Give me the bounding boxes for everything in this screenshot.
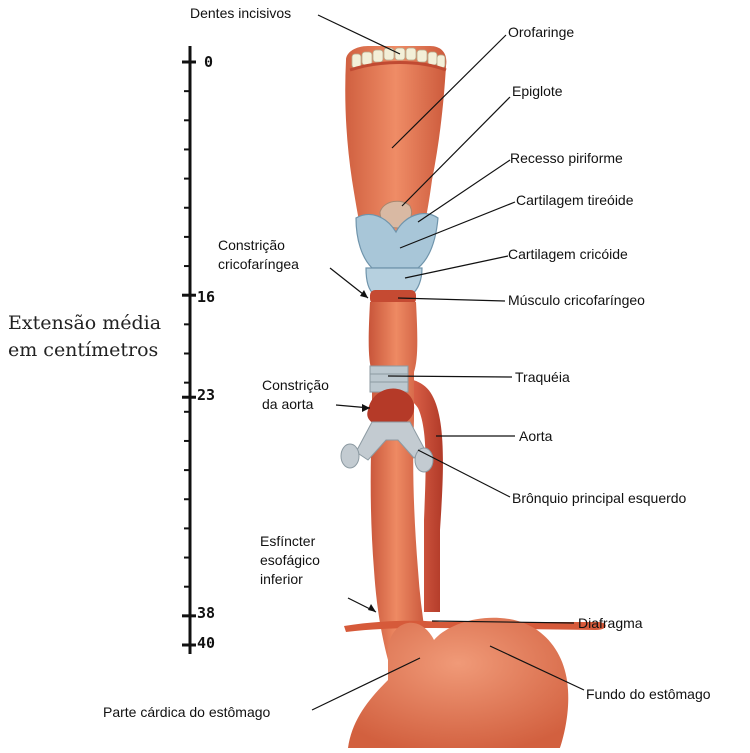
esophagus-shape	[368, 302, 430, 660]
aortic-arch-shape	[367, 388, 415, 424]
label-constricao-cricofaringea-1: Constrição	[218, 237, 285, 253]
label-dentes-incisivos: Dentes incisivos	[190, 5, 292, 21]
tick-label-0: 0	[204, 53, 214, 71]
thyroid-cartilage-shape	[355, 213, 439, 269]
label-cartilagem-tireoide: Cartilagem tireóide	[516, 192, 634, 208]
scale-title-line2: em centímetros	[8, 339, 159, 361]
tick-label-38: 38	[197, 604, 216, 622]
label-parte-cardica: Parte cárdica do estômago	[103, 704, 271, 720]
trachea-shape	[369, 365, 409, 393]
label-musculo-cricofaringeo: Músculo cricofaríngeo	[508, 292, 645, 308]
stomach-shape	[348, 617, 569, 748]
label-recesso-piriforme: Recesso piriforme	[510, 150, 623, 166]
tick-label-40: 40	[197, 634, 216, 652]
aorta-shape	[372, 378, 443, 612]
scale-title-line1: Extensão média	[8, 312, 162, 334]
label-esfincter-2: esofágico	[260, 552, 320, 568]
scale-minor-ticks	[184, 61, 190, 646]
tick-label-16: 16	[197, 288, 216, 306]
pharynx-shape	[345, 46, 447, 250]
label-constricao-aorta-2: da aorta	[262, 396, 314, 412]
leader-arrowheads	[360, 290, 376, 612]
label-esfincter-1: Esfíncter	[260, 533, 316, 549]
label-aorta: Aorta	[519, 428, 553, 444]
label-diafragma: Diafragma	[578, 615, 643, 631]
label-cartilagem-cricoide: Cartilagem cricóide	[508, 246, 628, 262]
label-fundo: Fundo do estômago	[586, 686, 711, 702]
tick-label-23: 23	[197, 386, 216, 404]
label-traqueia: Traquéia	[515, 369, 570, 385]
label-constricao-aorta-1: Constrição	[262, 377, 329, 393]
label-bronquio: Brônquio principal esquerdo	[512, 490, 687, 506]
gum-line	[349, 61, 447, 72]
label-constricao-cricofaringea-2: cricofaríngea	[218, 256, 299, 272]
label-esfincter-3: inferior	[260, 571, 303, 587]
scale-major-ticks	[182, 60, 196, 647]
bronchi-shape	[340, 421, 434, 473]
label-orofaringe: Orofaringe	[508, 24, 575, 40]
leader-lines	[311, 14, 585, 711]
cricopharyngeus-band	[370, 290, 416, 304]
label-epiglote: Epiglote	[512, 83, 563, 99]
